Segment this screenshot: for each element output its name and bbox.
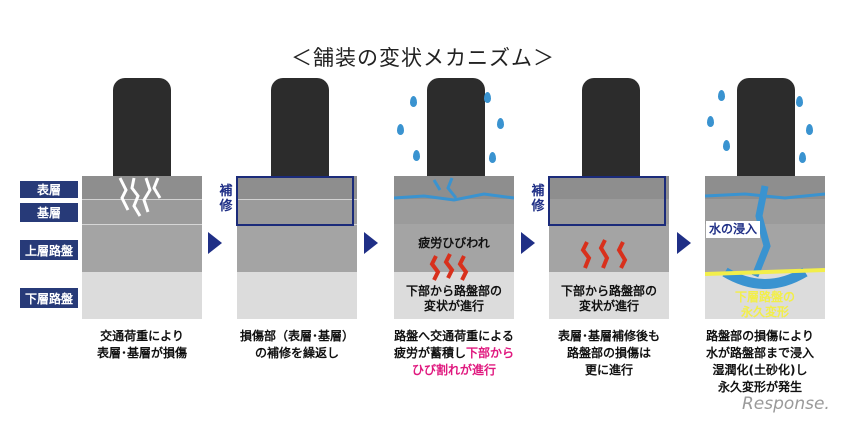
deformation-line: 下層路盤の — [734, 290, 795, 304]
water-drop-icon — [484, 92, 491, 103]
layer-label-lower-subbase: 下層路盤 — [20, 288, 78, 308]
surface-layer — [237, 176, 357, 199]
water-infiltration-label: 水の浸入 — [706, 221, 761, 238]
progress-note-line: 変状が進行 — [423, 299, 484, 313]
arrow-4 — [677, 232, 691, 254]
caption-line: 路盤部の損傷は — [566, 346, 651, 360]
water-crack-graphic — [394, 177, 514, 202]
caption-2: 損傷部（表層･基層） の補修を繰返し — [212, 328, 382, 362]
base-layer — [394, 199, 514, 224]
pavement-stack-4 — [549, 176, 669, 319]
base-layer — [549, 199, 669, 224]
deformation-line: 永久変形 — [740, 305, 789, 319]
layer-label-upper-subbase: 上層路盤 — [20, 240, 78, 260]
arrow-2 — [364, 232, 378, 254]
water-drop-icon — [723, 140, 730, 151]
caption-line: 水が路盤部まで浸入 — [705, 346, 814, 360]
caption-line: 路盤へ交通荷重による — [394, 329, 514, 343]
caption-4: 表層･基層補修後も 路盤部の損傷は 更に進行 — [524, 328, 694, 379]
progress-note-4: 下部から路盤部の 変状が進行 — [549, 284, 669, 314]
caption-line: 路盤部の損傷により — [706, 329, 814, 343]
caption-5: 路盤部の損傷により 水が路盤部まで浸入 湿潤化(土砂化)し 永久変形が発生 — [675, 328, 845, 396]
caption-line: 湿潤化(土砂化)し — [712, 363, 808, 377]
fatigue-crack-graphic — [580, 239, 628, 269]
base-layer — [237, 199, 357, 224]
caption-line: 永久変形が発生 — [717, 380, 802, 394]
caption-3: 路盤へ交通荷重による 疲労が蓄積し下部から ひび割れが進行 — [369, 328, 539, 379]
arrow-1 — [208, 232, 222, 254]
surface-layer — [82, 176, 202, 199]
repair-label-2: 補修 — [219, 184, 233, 214]
layer-label-base: 基層 — [20, 203, 78, 222]
water-drop-icon — [410, 96, 417, 107]
repair-label-4: 補修 — [531, 184, 545, 214]
caption-line: 表層･基層が損傷 — [96, 346, 187, 360]
fatigue-crack-graphic — [429, 253, 469, 281]
fatigue-crack-label: 疲労ひびわれ — [418, 236, 490, 250]
upper-subbase-layer — [237, 224, 357, 272]
lower-subbase-layer — [394, 272, 514, 319]
progress-note-line: 下部から路盤部の — [405, 284, 502, 298]
water-drop-icon — [397, 124, 404, 135]
caption-line: 損傷部（表層･基層） — [239, 329, 354, 343]
caption-line: 疲労が蓄積し下部から — [369, 345, 539, 362]
water-drop-icon — [718, 90, 725, 101]
water-drop-icon — [413, 150, 420, 161]
layer-seam — [82, 199, 202, 200]
diagram-title: ＜舗装の変状メカニズム＞ — [291, 46, 555, 70]
repair-box-2 — [236, 176, 354, 226]
upper-subbase-layer — [394, 224, 514, 272]
water-infiltration-graphic — [705, 185, 825, 289]
water-drop-icon — [799, 152, 806, 163]
lower-subbase-layer — [82, 272, 202, 319]
upper-subbase-layer — [549, 224, 669, 272]
caption-segment: 疲労が蓄積し — [393, 346, 466, 360]
caption-highlight: 下部から — [466, 346, 515, 360]
pavement-stack-1 — [82, 176, 202, 319]
watermark: Response. — [742, 394, 830, 414]
permanent-deformation-label: 下層路盤の 永久変形 — [713, 290, 817, 320]
surface-crack-graphic — [118, 177, 162, 217]
upper-subbase-layer — [82, 224, 202, 272]
pavement-stack-5 — [705, 176, 825, 319]
water-drop-icon — [806, 124, 813, 135]
progress-note-line: 下部から路盤部の — [560, 284, 657, 298]
layer-seam — [82, 224, 202, 225]
caption-line: の補修を繰返し — [254, 346, 339, 360]
water-drop-icon — [796, 96, 803, 107]
pavement-stack-2 — [237, 176, 357, 319]
water-drop-icon — [497, 118, 504, 129]
pavement-stack-3 — [394, 176, 514, 319]
lower-subbase-layer — [549, 272, 669, 319]
water-drop-icon — [489, 152, 496, 163]
lower-subbase-layer — [237, 272, 357, 319]
caption-1: 交通荷重により 表層･基層が損傷 — [57, 328, 227, 362]
arrow-3 — [521, 232, 535, 254]
caption-line: 表層･基層補修後も — [557, 329, 660, 343]
caption-highlight: ひび割れが進行 — [411, 363, 496, 377]
caption-line: 交通荷重により — [100, 329, 184, 343]
caption-line: 更に進行 — [584, 363, 633, 377]
layer-seam — [237, 199, 357, 200]
surface-layer — [549, 176, 669, 199]
layer-label-surface: 表層 — [20, 181, 78, 198]
progress-note-3: 下部から路盤部の 変状が進行 — [394, 284, 514, 314]
water-drop-icon — [707, 116, 714, 127]
base-layer — [82, 199, 202, 224]
repair-box-4 — [548, 176, 666, 226]
progress-note-line: 変状が進行 — [578, 299, 639, 313]
